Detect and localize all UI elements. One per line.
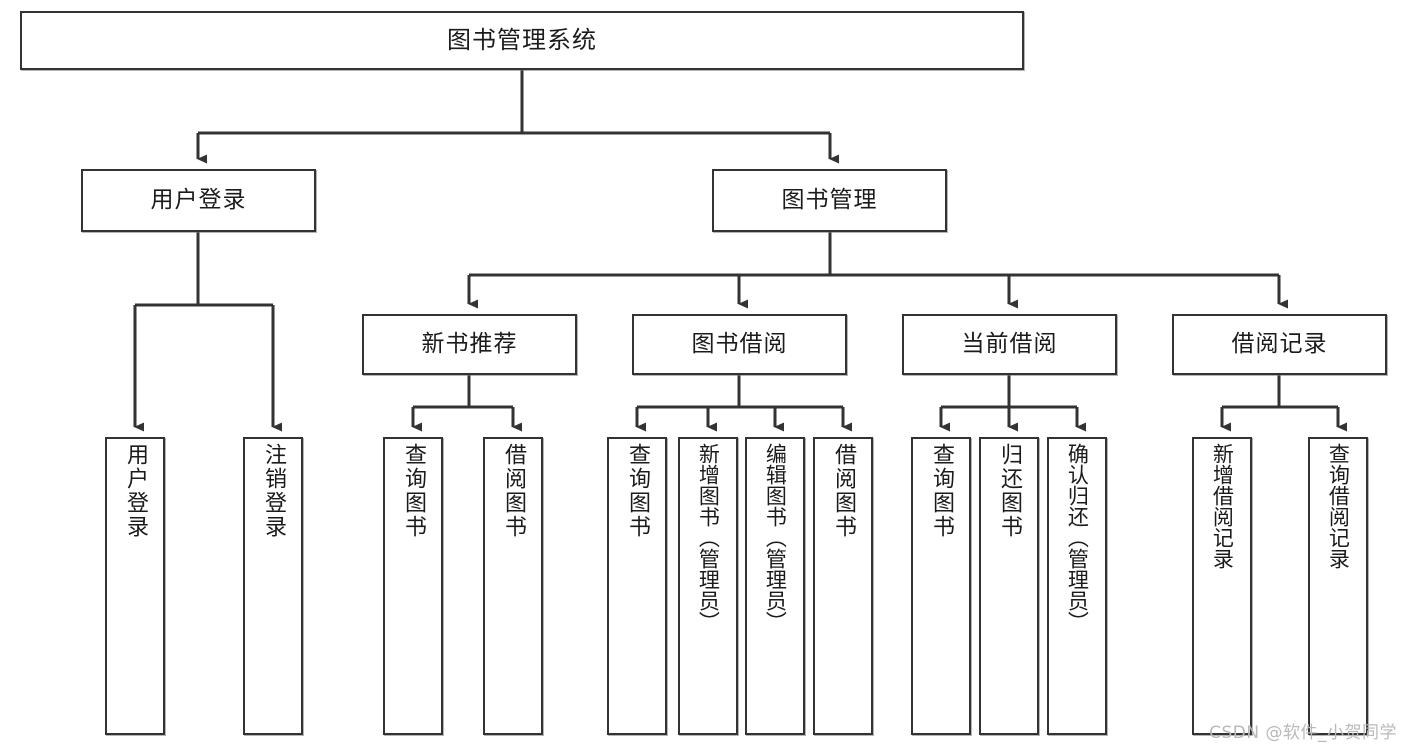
- node-book-manage[interactable]: 图书管理: [712, 169, 947, 232]
- node-label: 新增借阅记录: [1210, 443, 1235, 569]
- node-label: 图书管理: [781, 187, 878, 214]
- node-leaf-return-book[interactable]: 归还图书: [979, 437, 1039, 735]
- node-new-book-recommend[interactable]: 新书推荐: [362, 314, 577, 375]
- node-label: 归还图书: [996, 443, 1022, 539]
- node-borrow-record[interactable]: 借阅记录: [1172, 314, 1387, 375]
- node-label: 当前借阅: [961, 331, 1058, 358]
- node-leaf-borrow-book-recommend[interactable]: 借阅图书: [483, 437, 543, 735]
- node-leaf-confirm-return[interactable]: 确认归还（管理员）: [1047, 437, 1107, 735]
- node-label: 借阅记录: [1231, 331, 1328, 358]
- node-leaf-query-book-current[interactable]: 查询图书: [911, 437, 971, 735]
- node-label: 查询图书: [928, 443, 954, 539]
- node-leaf-user-login[interactable]: 用户登录: [105, 437, 165, 735]
- node-label: 编辑图书（管理员）: [763, 443, 788, 632]
- node-user-login[interactable]: 用户登录: [81, 169, 316, 232]
- node-label: 查询借阅记录: [1326, 443, 1351, 569]
- node-leaf-edit-book[interactable]: 编辑图书（管理员）: [745, 437, 805, 735]
- node-label: 新书推荐: [421, 331, 518, 358]
- node-label: 借阅图书: [500, 443, 526, 539]
- node-label: 查询图书: [400, 443, 426, 539]
- node-leaf-add-book[interactable]: 新增图书（管理员）: [678, 437, 738, 735]
- node-leaf-user-logout[interactable]: 注销登录: [243, 437, 303, 735]
- node-label: 用户登录: [122, 443, 148, 539]
- node-label: 注销登录: [260, 443, 286, 539]
- node-root-book-management-system[interactable]: 图书管理系统: [20, 11, 1024, 70]
- node-label: 查询图书: [624, 443, 650, 539]
- node-label: 新增图书（管理员）: [696, 443, 721, 632]
- node-label: 图书管理系统: [447, 25, 597, 54]
- node-leaf-borrow-book[interactable]: 借阅图书: [813, 437, 873, 735]
- node-label: 图书借阅: [691, 331, 788, 358]
- node-leaf-query-borrow-record[interactable]: 查询借阅记录: [1308, 437, 1368, 735]
- node-label: 借阅图书: [830, 443, 856, 539]
- node-leaf-add-borrow-record[interactable]: 新增借阅记录: [1192, 437, 1252, 735]
- node-leaf-query-book-recommend[interactable]: 查询图书: [383, 437, 443, 735]
- node-leaf-query-book-borrow[interactable]: 查询图书: [607, 437, 667, 735]
- node-book-borrow[interactable]: 图书借阅: [632, 314, 847, 375]
- node-label: 确认归还（管理员）: [1065, 443, 1090, 632]
- csdn-watermark: CSDN @软件_小贺同学: [1209, 723, 1397, 743]
- node-current-borrow[interactable]: 当前借阅: [902, 314, 1117, 375]
- node-label: 用户登录: [150, 187, 247, 214]
